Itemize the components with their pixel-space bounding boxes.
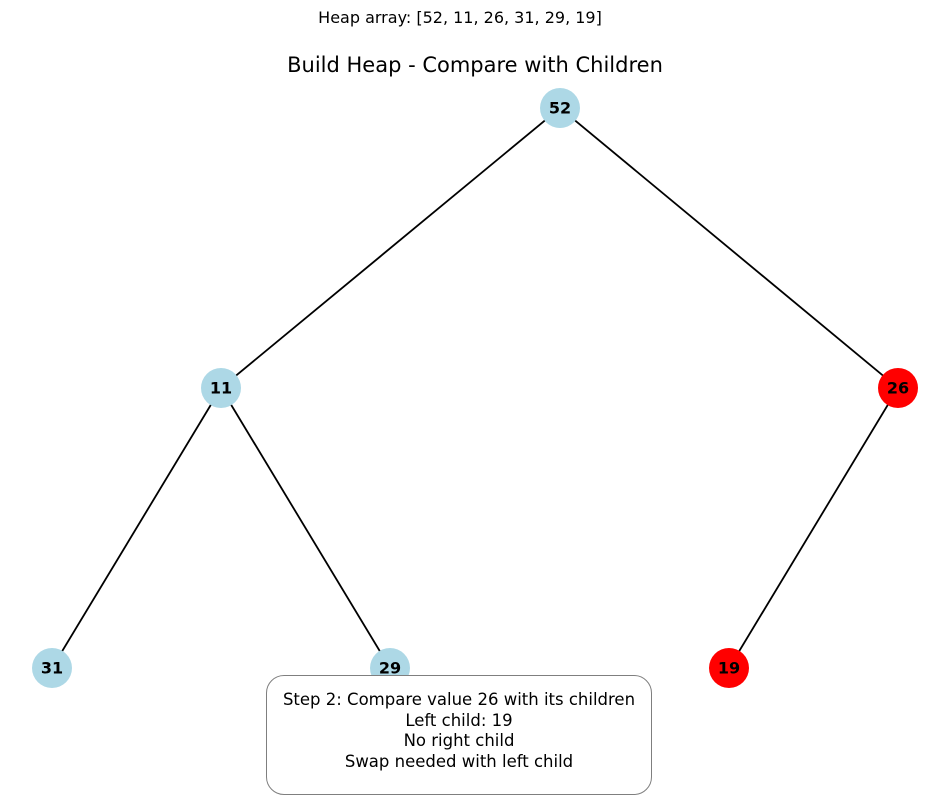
edge-n1-n3 [51, 387, 222, 669]
node-circle [540, 88, 580, 128]
step-line-4: Swap needed with left child [344, 751, 574, 771]
heap-node-26: 26 [878, 368, 918, 408]
node-label: 31 [41, 659, 63, 678]
edge-n0-n2 [559, 107, 899, 389]
node-circle [878, 368, 918, 408]
heap-node-31: 31 [32, 648, 72, 688]
node-label: 52 [549, 99, 571, 118]
node-circle [201, 368, 241, 408]
node-label: 29 [379, 659, 401, 678]
heap-node-11: 11 [201, 368, 241, 408]
heap-node-52: 52 [540, 88, 580, 128]
step-line-3: No right child [403, 731, 515, 750]
node-circle [32, 648, 72, 688]
edge-n2-n5 [728, 387, 899, 669]
heap-node-19: 19 [709, 648, 749, 688]
node-circle [709, 648, 749, 688]
step-line-1: Step 2: Compare value 26 with its childr… [282, 690, 636, 709]
edge-n0-n1 [220, 107, 561, 389]
diagram-title: Build Heap - Compare with Children [287, 53, 663, 77]
edge-n1-n4 [220, 387, 391, 669]
step-explanation-box: Step 2: Compare value 26 with its childr… [266, 675, 652, 795]
node-label: 11 [210, 379, 232, 398]
node-label: 19 [718, 659, 740, 678]
heap-array-caption: Heap array: [52, 11, 26, 31, 29, 19] [318, 8, 602, 27]
step-line-2: Left child: 19 [405, 710, 513, 730]
node-label: 26 [887, 379, 909, 398]
